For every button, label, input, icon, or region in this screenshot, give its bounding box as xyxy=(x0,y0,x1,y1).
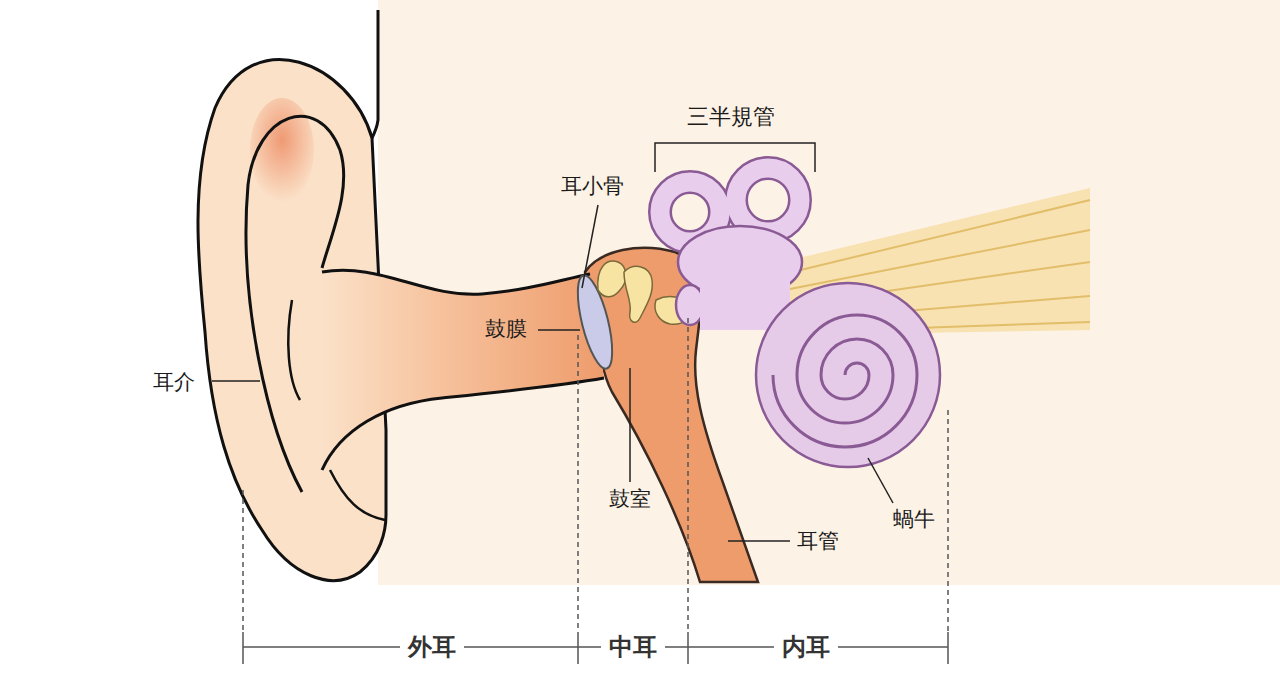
leader-line xyxy=(629,368,631,482)
part-label: 蝸牛 xyxy=(893,507,935,532)
part-label: 鼓膜 xyxy=(485,317,527,342)
canal-outline xyxy=(736,168,800,232)
part-label: 鼓室 xyxy=(609,487,651,512)
part-label: 耳管 xyxy=(797,529,839,554)
nerve-fibre xyxy=(780,200,1090,275)
malleus xyxy=(598,261,626,297)
bracket xyxy=(655,143,815,172)
region-label: 外耳 xyxy=(400,633,464,662)
canal-wall xyxy=(322,378,604,470)
head-outline xyxy=(372,10,378,138)
ear-canal xyxy=(322,270,604,470)
oval-window xyxy=(676,285,704,325)
leader-line xyxy=(868,458,893,503)
region-label: 内耳 xyxy=(774,633,838,662)
range-line xyxy=(243,646,948,648)
cochlea xyxy=(756,283,940,467)
leader-line xyxy=(728,540,790,542)
range-ticks xyxy=(243,632,948,664)
tragus-line xyxy=(288,300,300,400)
leader-line xyxy=(212,380,260,382)
leader-line xyxy=(582,205,598,288)
cochlea-spiral xyxy=(773,315,917,447)
canal-wall xyxy=(322,270,590,294)
nerve-fibre xyxy=(785,230,1090,290)
part-label: 耳介 xyxy=(153,370,195,395)
part-label: 三半規管 xyxy=(687,104,775,130)
region-label: 中耳 xyxy=(601,633,665,662)
canal xyxy=(736,168,800,232)
region-dividers xyxy=(243,318,948,664)
dashed-divider xyxy=(242,490,244,632)
dashed-divider xyxy=(577,335,579,632)
dashed-divider xyxy=(687,318,689,632)
incus xyxy=(624,266,652,322)
leaders xyxy=(212,143,893,541)
dashed-divider xyxy=(947,410,949,632)
part-label: 耳小骨 xyxy=(561,174,624,199)
concha-shadow xyxy=(250,98,314,202)
lobe-line xyxy=(330,470,385,520)
leader-line xyxy=(538,329,580,331)
